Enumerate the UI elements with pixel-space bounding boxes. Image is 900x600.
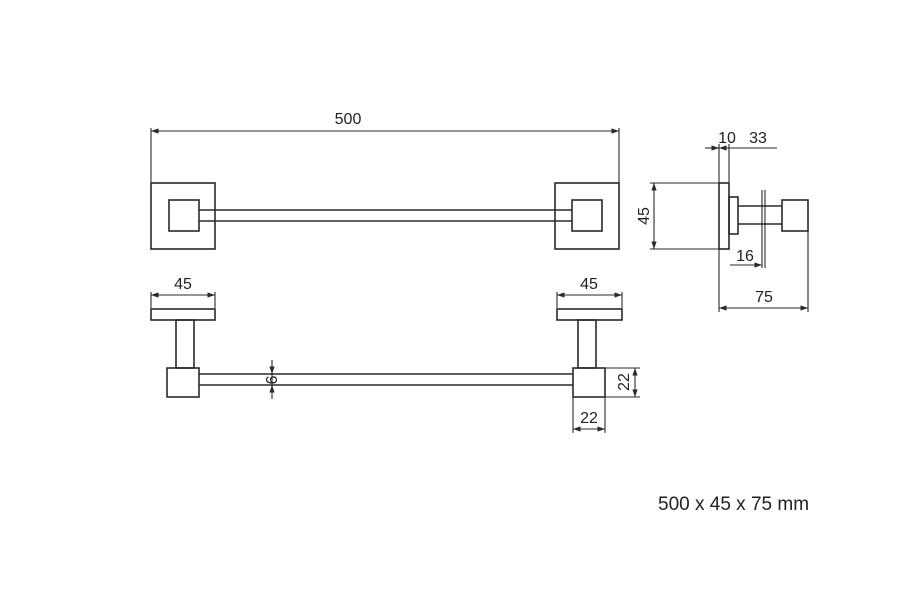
dim-height: 45 <box>636 207 653 225</box>
dim-bar-end: 16 <box>736 248 754 265</box>
dim-bar-diameter: 9 <box>262 376 279 385</box>
left-mount-block <box>168 199 200 232</box>
side-bar-end <box>781 199 809 232</box>
dim-plate-thickness: 10 <box>718 130 736 147</box>
left-base-plate <box>150 308 216 321</box>
right-mount-block <box>571 199 603 232</box>
dim-overall-length: 500 <box>335 111 362 128</box>
right-wall-plate <box>554 182 620 250</box>
right-end-block <box>572 367 606 398</box>
front-view: 500 <box>150 111 620 250</box>
dim-end-block-width: 22 <box>580 410 598 427</box>
dim-right-base-width: 45 <box>580 276 598 293</box>
top-view: 45 45 9 22 22 <box>150 276 640 433</box>
dim-left-base-width: 45 <box>174 276 192 293</box>
left-wall-plate <box>150 182 216 250</box>
right-post <box>577 319 597 369</box>
dim-end-block-height: 22 <box>616 373 633 391</box>
side-mount-block <box>728 196 739 235</box>
left-post <box>175 319 195 369</box>
dim-total-depth: 75 <box>755 289 773 306</box>
side-wall-plate <box>718 182 730 250</box>
size-caption: 500 x 45 x 75 mm <box>658 494 810 515</box>
right-base-plate <box>556 308 623 321</box>
side-view: 10 33 45 16 75 <box>636 130 809 312</box>
left-end-block <box>166 367 200 398</box>
dim-offset: 33 <box>749 130 767 147</box>
